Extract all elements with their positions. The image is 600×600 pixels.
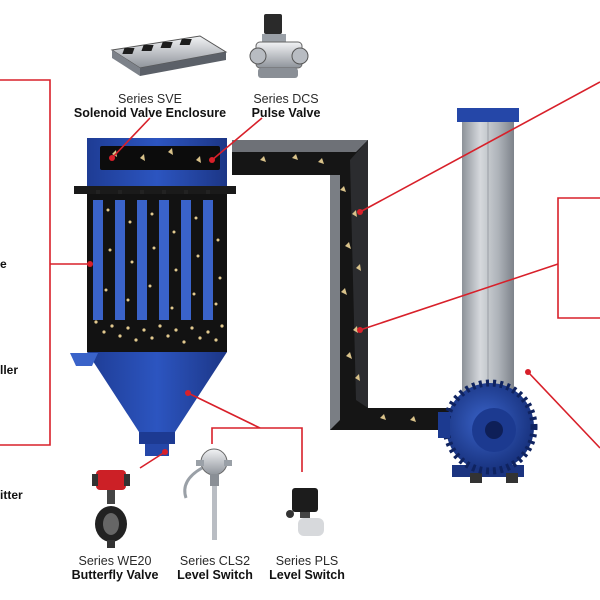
left-edge-label-middle: ller <box>0 363 19 377</box>
dust-collector <box>70 138 236 456</box>
duct <box>232 140 462 430</box>
cls2-series: Series CLS2 <box>179 554 251 568</box>
pls-series: Series PLS <box>275 554 339 568</box>
dcs-series: Series DCS <box>253 92 319 106</box>
exhaust-stack <box>457 108 519 412</box>
solenoid-valve-enclosure-icon <box>110 35 228 76</box>
pls-name: Level Switch <box>269 568 345 582</box>
filter-bags <box>93 200 213 320</box>
dcs-caption: Series DCS Pulse Valve <box>236 92 336 120</box>
we20-name: Butterfly Valve <box>71 568 159 582</box>
we20-series: Series WE20 <box>78 554 152 568</box>
dcs-name: Pulse Valve <box>251 106 321 120</box>
sve-name: Solenoid Valve Enclosure <box>73 106 227 120</box>
callout-lines <box>0 79 600 472</box>
butterfly-valve-icon <box>92 470 130 548</box>
callout-dots <box>87 155 531 455</box>
pls-caption: Series PLS Level Switch <box>264 554 350 582</box>
left-edge-label-upper: e <box>0 257 7 271</box>
collector-dust-particles <box>94 208 224 344</box>
sve-caption: Series SVE Solenoid Valve Enclosure <box>60 92 240 120</box>
cls2-caption: Series CLS2 Level Switch <box>170 554 260 582</box>
level-switch-icon <box>286 488 324 536</box>
blower <box>438 379 538 483</box>
pulse-header-particles <box>112 148 201 163</box>
we20-caption: Series WE20 Butterfly Valve <box>66 554 164 582</box>
sve-series: Series SVE <box>118 92 182 106</box>
pulse-valve-icon <box>249 14 309 78</box>
left-edge-label-lower: itter <box>0 488 23 502</box>
cls2-name: Level Switch <box>177 568 253 582</box>
level-switch-probe-icon <box>183 448 232 540</box>
